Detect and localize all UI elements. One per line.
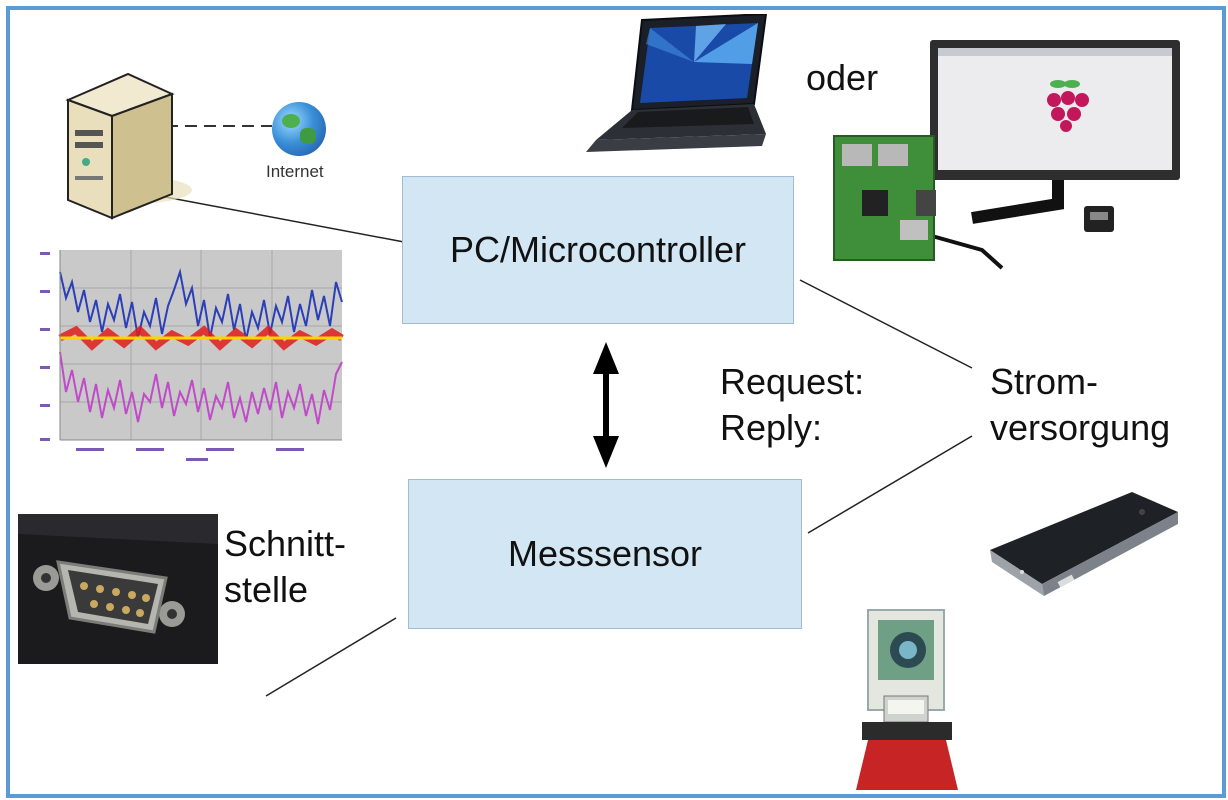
raspberry-logo-icon: [1047, 80, 1089, 132]
pc-microcontroller-box: PC/Microcontroller: [402, 176, 794, 324]
diagram-frame: PC/Microcontroller Messsensor oder Reque…: [6, 6, 1226, 798]
connector-layer: [159, 125, 973, 697]
strom-label-line2: versorgung: [990, 407, 1171, 448]
request-label: Request:: [720, 361, 865, 402]
messsensor-box: Messsensor: [408, 479, 802, 629]
schnittstelle-label-line1: Schnitt-: [224, 523, 347, 564]
total-station-image: [856, 609, 958, 790]
schnittstelle-label-line2: stelle: [224, 569, 309, 610]
sensor-to-interface-line: [265, 617, 397, 697]
reply-label: Reply:: [720, 407, 823, 448]
strom-label-line1: Strom-: [990, 361, 1098, 402]
messsensor-label: Messsensor: [507, 533, 703, 574]
server-to-pc-line: [159, 195, 405, 243]
sensor-to-power-line: [807, 435, 973, 534]
server-image: [65, 72, 192, 220]
raspberry-pi-display-image: [833, 40, 1180, 270]
oder-label: oder: [806, 57, 879, 98]
power-bank-image: [990, 492, 1178, 596]
pc-to-power-line: [799, 279, 973, 369]
serial-port-image: [18, 514, 218, 664]
pc-microcontroller-label: PC/Microcontroller: [449, 229, 747, 270]
laptop-image: [586, 14, 768, 152]
internet-label: Internet: [266, 162, 324, 181]
bidirectional-arrow: [593, 342, 619, 468]
globe-icon: [272, 102, 326, 156]
measurement-plot-image: [36, 242, 348, 470]
